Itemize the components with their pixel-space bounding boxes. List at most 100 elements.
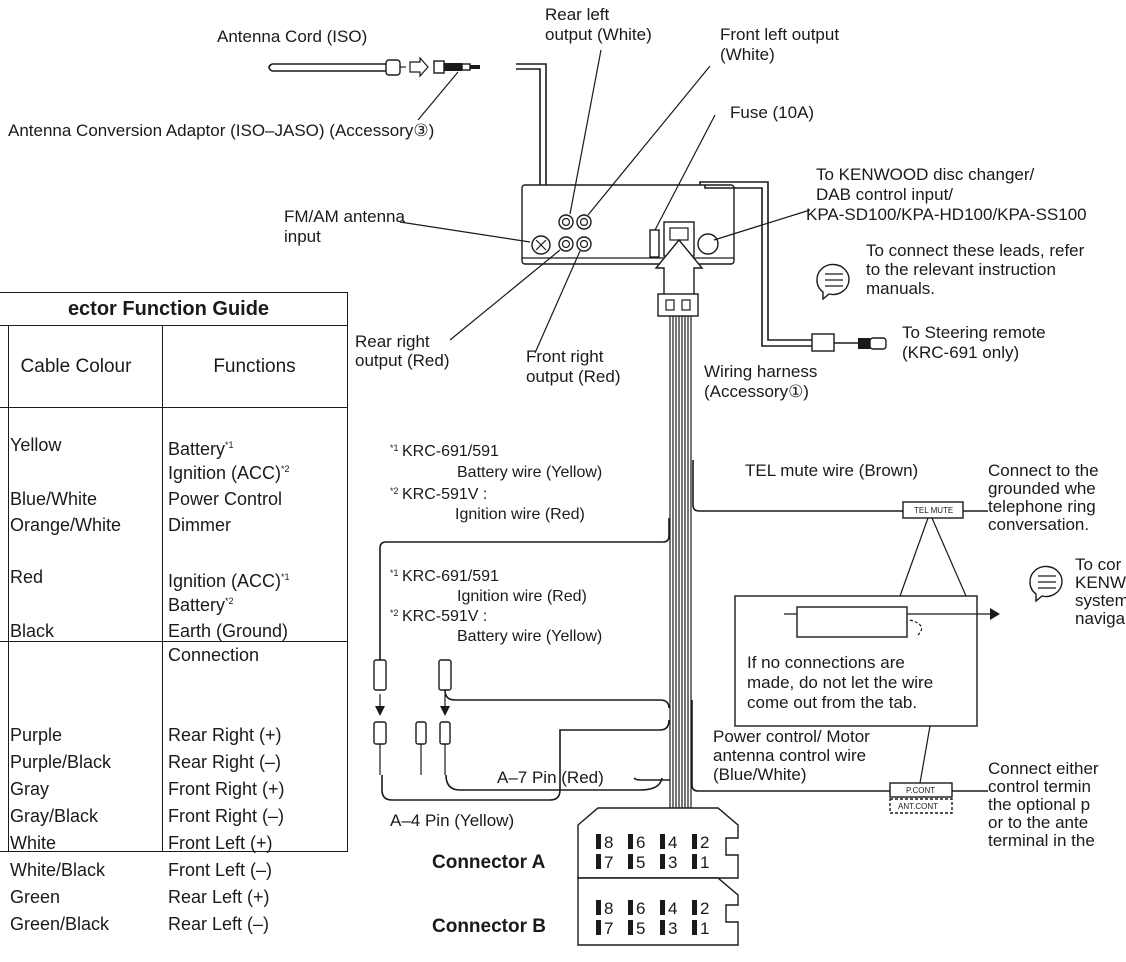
connect-either-3: the optional p <box>988 795 1090 814</box>
connector-a <box>577 807 739 879</box>
section-divider <box>0 641 347 642</box>
pin-marker <box>628 834 633 849</box>
connector-function-guide: ector Function Guide Cable Colour Functi… <box>0 292 348 934</box>
changer-cable <box>699 181 812 347</box>
refer-note-2: to the relevant instruction <box>866 260 1056 279</box>
guide-function-cell: Connection <box>168 645 260 665</box>
front-left-output-label-2: (White) <box>720 45 775 64</box>
rear-left-output-label-2: output (White) <box>545 25 652 44</box>
guide-function-cell: Front Left (–) <box>168 860 273 880</box>
connector-b-label: Connector B <box>432 916 546 937</box>
header-functions: Functions <box>162 326 347 408</box>
wire-a7 <box>445 774 663 791</box>
guide-function-cell: Battery*2 <box>168 595 234 615</box>
connector-b-pin-1: 1 <box>700 919 709 938</box>
tel-connect-3: telephone ring <box>988 497 1096 516</box>
guide-function-cell: Front Right (+) <box>168 779 285 799</box>
connector-b-pin-6: 6 <box>636 899 645 918</box>
pin-marker <box>596 920 601 935</box>
connect-either-1: Connect either <box>988 759 1099 778</box>
connector-a-pin-6: 6 <box>636 833 645 852</box>
power-ctrl-3: (Blue/White) <box>713 765 807 784</box>
tel-mute-tag: TEL MUTE <box>914 506 953 515</box>
connector-b-pin-5: 5 <box>636 919 645 938</box>
pin-marker <box>660 834 665 849</box>
connector-b-pin-7: 7 <box>604 919 613 938</box>
rear-right-label: Rear right <box>355 332 430 351</box>
pin-marker <box>692 900 697 915</box>
tel-mute-wire <box>692 460 903 512</box>
connector-a-pin-5: 5 <box>636 853 645 872</box>
connect-either-2: control termin <box>988 777 1091 796</box>
guide-colour-cell: Blue/White <box>10 489 98 509</box>
col-divider-1 <box>8 326 9 851</box>
tab-note-3: come out from the tab. <box>747 693 917 712</box>
guide-function-cell: Front Left (+) <box>168 833 273 853</box>
note-icon-2 <box>1029 565 1063 603</box>
rear-left-output-label: Rear left <box>545 5 610 24</box>
guide-colour-cell: Red <box>10 567 44 587</box>
note2-line1: KRC-691/591 <box>402 568 499 585</box>
guide-colour-cell: Purple/Black <box>10 752 112 772</box>
note2-mark-2: *2 <box>390 608 399 618</box>
guide-colour-cell: Green <box>10 887 61 907</box>
pin-marker <box>692 834 697 849</box>
to-con-1: To cor <box>1075 555 1122 574</box>
guide-function-cell: Front Right (–) <box>168 806 285 826</box>
pin-marker <box>596 854 601 869</box>
connector-b-pin-4: 4 <box>668 899 677 918</box>
guide-colour-cell: Purple <box>10 725 63 745</box>
connector-a-pin-7: 7 <box>604 853 613 872</box>
note2-line4: Battery wire (Yellow) <box>457 628 602 645</box>
changer-label-3: KPA-SD100/KPA-HD100/KPA-SS100 <box>806 205 1087 224</box>
harness-label-2: (Accessory①) <box>704 382 809 401</box>
antenna-adaptor-label: Antenna Conversion Adaptor (ISO–JASO) (A… <box>8 121 434 140</box>
pcont-tag-box <box>889 782 953 798</box>
tel-connect-2: grounded whe <box>988 479 1096 498</box>
connect-either-5: terminal in the <box>988 831 1095 850</box>
tab-note-1: If no connections are <box>747 653 905 672</box>
tel-connect-1: Connect to the <box>988 461 1099 480</box>
wire-a7-end <box>633 777 670 781</box>
connector-a-label: Connector A <box>432 852 546 873</box>
pin-marker <box>660 920 665 935</box>
front-right-label: Front right <box>526 347 604 366</box>
header-cable-colour: Cable Colour <box>0 326 162 408</box>
pin-marker <box>628 900 633 915</box>
harness-arrow <box>654 238 704 294</box>
pin-marker <box>596 900 601 915</box>
a7-pin-label: A–7 Pin (Red) <box>497 768 604 787</box>
harness-plug <box>657 293 699 317</box>
note1-mark-2: *2 <box>390 486 399 496</box>
fm-am-label-2: input <box>284 227 321 246</box>
connector-a-pin-3: 3 <box>668 853 677 872</box>
antenna-cord-label: Antenna Cord (ISO) <box>217 27 367 46</box>
adaptor-leader <box>417 71 459 121</box>
guide-function-cell: Battery*1 <box>168 439 234 459</box>
to-con-3: system <box>1075 591 1126 610</box>
pcont-tag: P.CONT <box>906 786 935 795</box>
refer-note-1: To connect these leads, refer <box>866 241 1085 260</box>
pin-marker <box>660 854 665 869</box>
guide-colour-cell: Black <box>10 621 55 641</box>
note1-line4: Ignition wire (Red) <box>455 506 585 523</box>
wire-a4 <box>381 719 670 801</box>
guide-function-cell: Rear Right (–) <box>168 752 282 772</box>
note2-line2: Ignition wire (Red) <box>457 588 587 605</box>
power-ctrl-2: antenna control wire <box>713 746 866 765</box>
pin-marker <box>660 900 665 915</box>
guide-colour-cell: White/Black <box>10 860 106 880</box>
steering-label: To Steering remote <box>902 323 1046 342</box>
connector-a-pin-8: 8 <box>604 833 613 852</box>
harness-bundle <box>669 316 692 820</box>
connector-b-pin-2: 2 <box>700 899 709 918</box>
tab-illustration <box>796 606 908 638</box>
tel-mute-wire-label: TEL mute wire (Brown) <box>745 461 918 480</box>
pin-marker <box>628 854 633 869</box>
changer-label-1: To KENWOOD disc changer/ <box>816 165 1035 184</box>
a4-pin-label: A–4 Pin (Yellow) <box>390 811 514 830</box>
changer-label-2: DAB control input/ <box>816 185 953 204</box>
pin-marker <box>596 834 601 849</box>
